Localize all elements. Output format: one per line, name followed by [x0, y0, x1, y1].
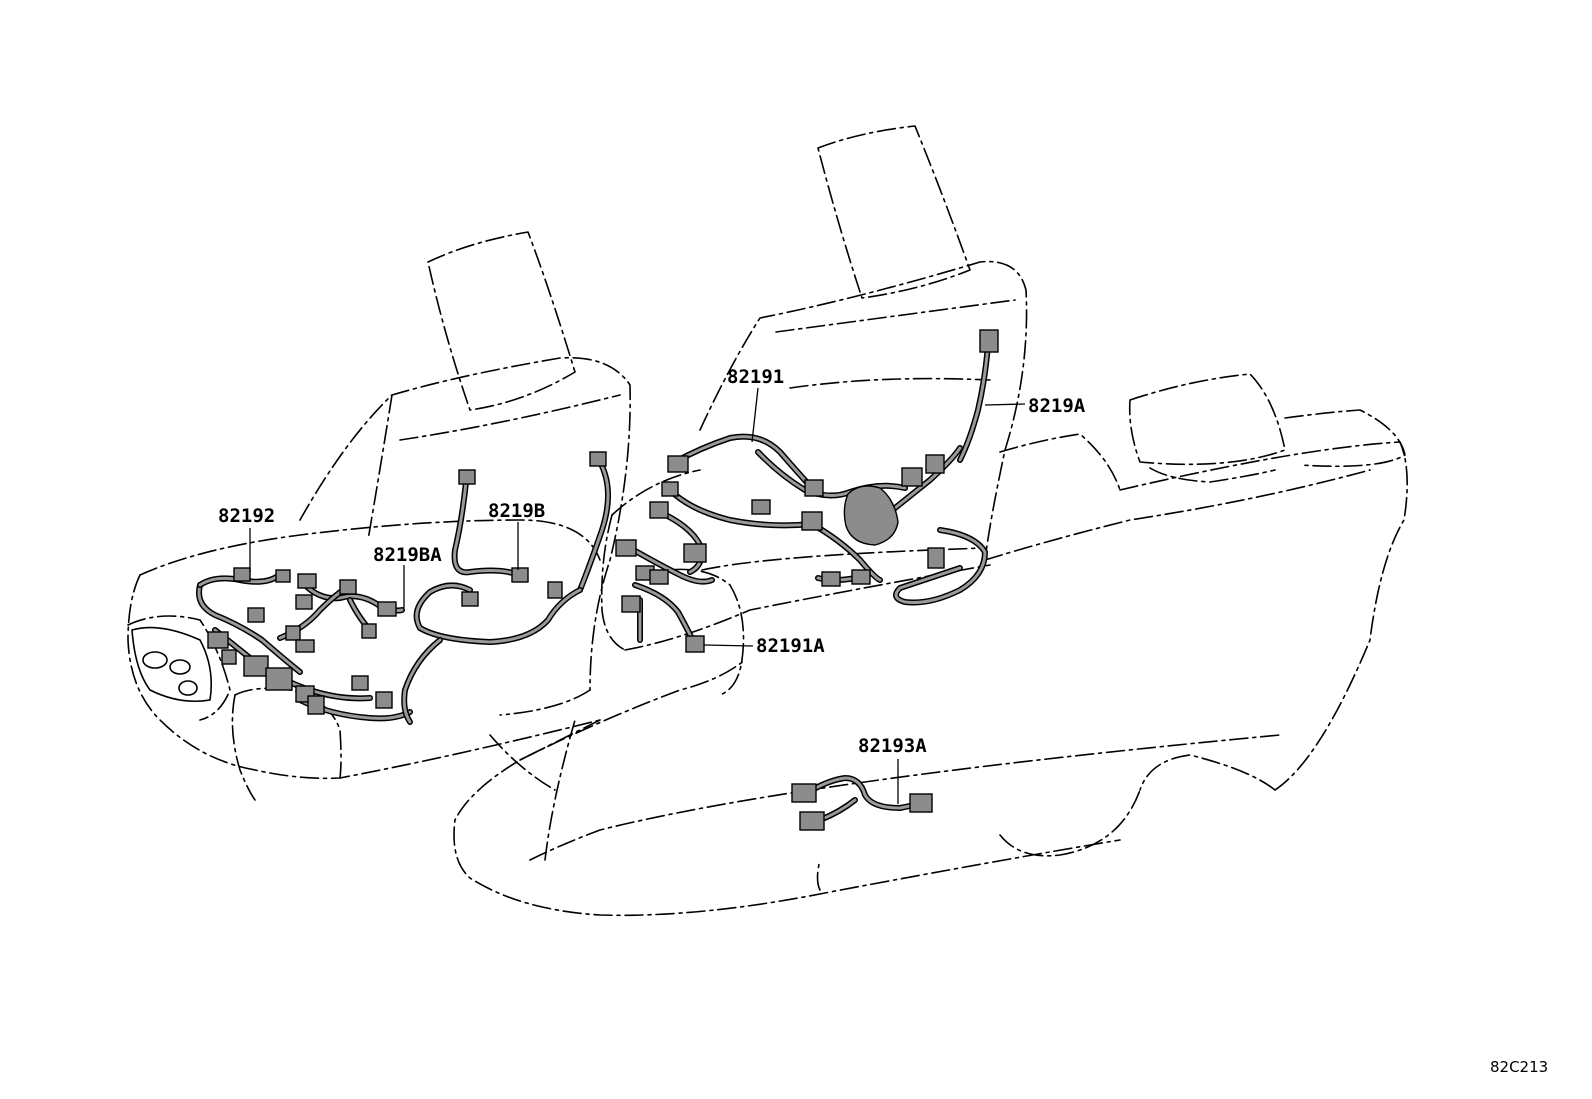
label-82191A: 82191A: [756, 635, 825, 657]
rear-bench-outline: [453, 373, 1408, 917]
part-labels: 82192 8219BA 8219B 82191 8219A 82191A 82…: [218, 366, 1086, 757]
harness-82191A: [615, 539, 715, 653]
leader-lines: [249, 387, 1026, 804]
figure-reference: 82C213: [1490, 1058, 1548, 1076]
label-8219B: 8219B: [488, 500, 545, 522]
harness-82192: [196, 567, 413, 722]
seat-switch-panel: [131, 626, 213, 703]
harness-8219BA: [277, 573, 405, 653]
harness-82193A: [791, 775, 933, 831]
harness-8219A: [957, 329, 999, 463]
label-8219A: 8219A: [1028, 395, 1086, 417]
label-8219BA: 8219BA: [373, 544, 442, 566]
harness-82191: [649, 433, 988, 606]
label-82192: 82192: [218, 505, 275, 527]
left-seat-outline: [127, 231, 631, 801]
label-82191: 82191: [727, 366, 784, 388]
label-82193A: 82193A: [858, 735, 927, 757]
right-seat-outline: [600, 125, 1028, 696]
harness-8219B: [401, 451, 612, 725]
